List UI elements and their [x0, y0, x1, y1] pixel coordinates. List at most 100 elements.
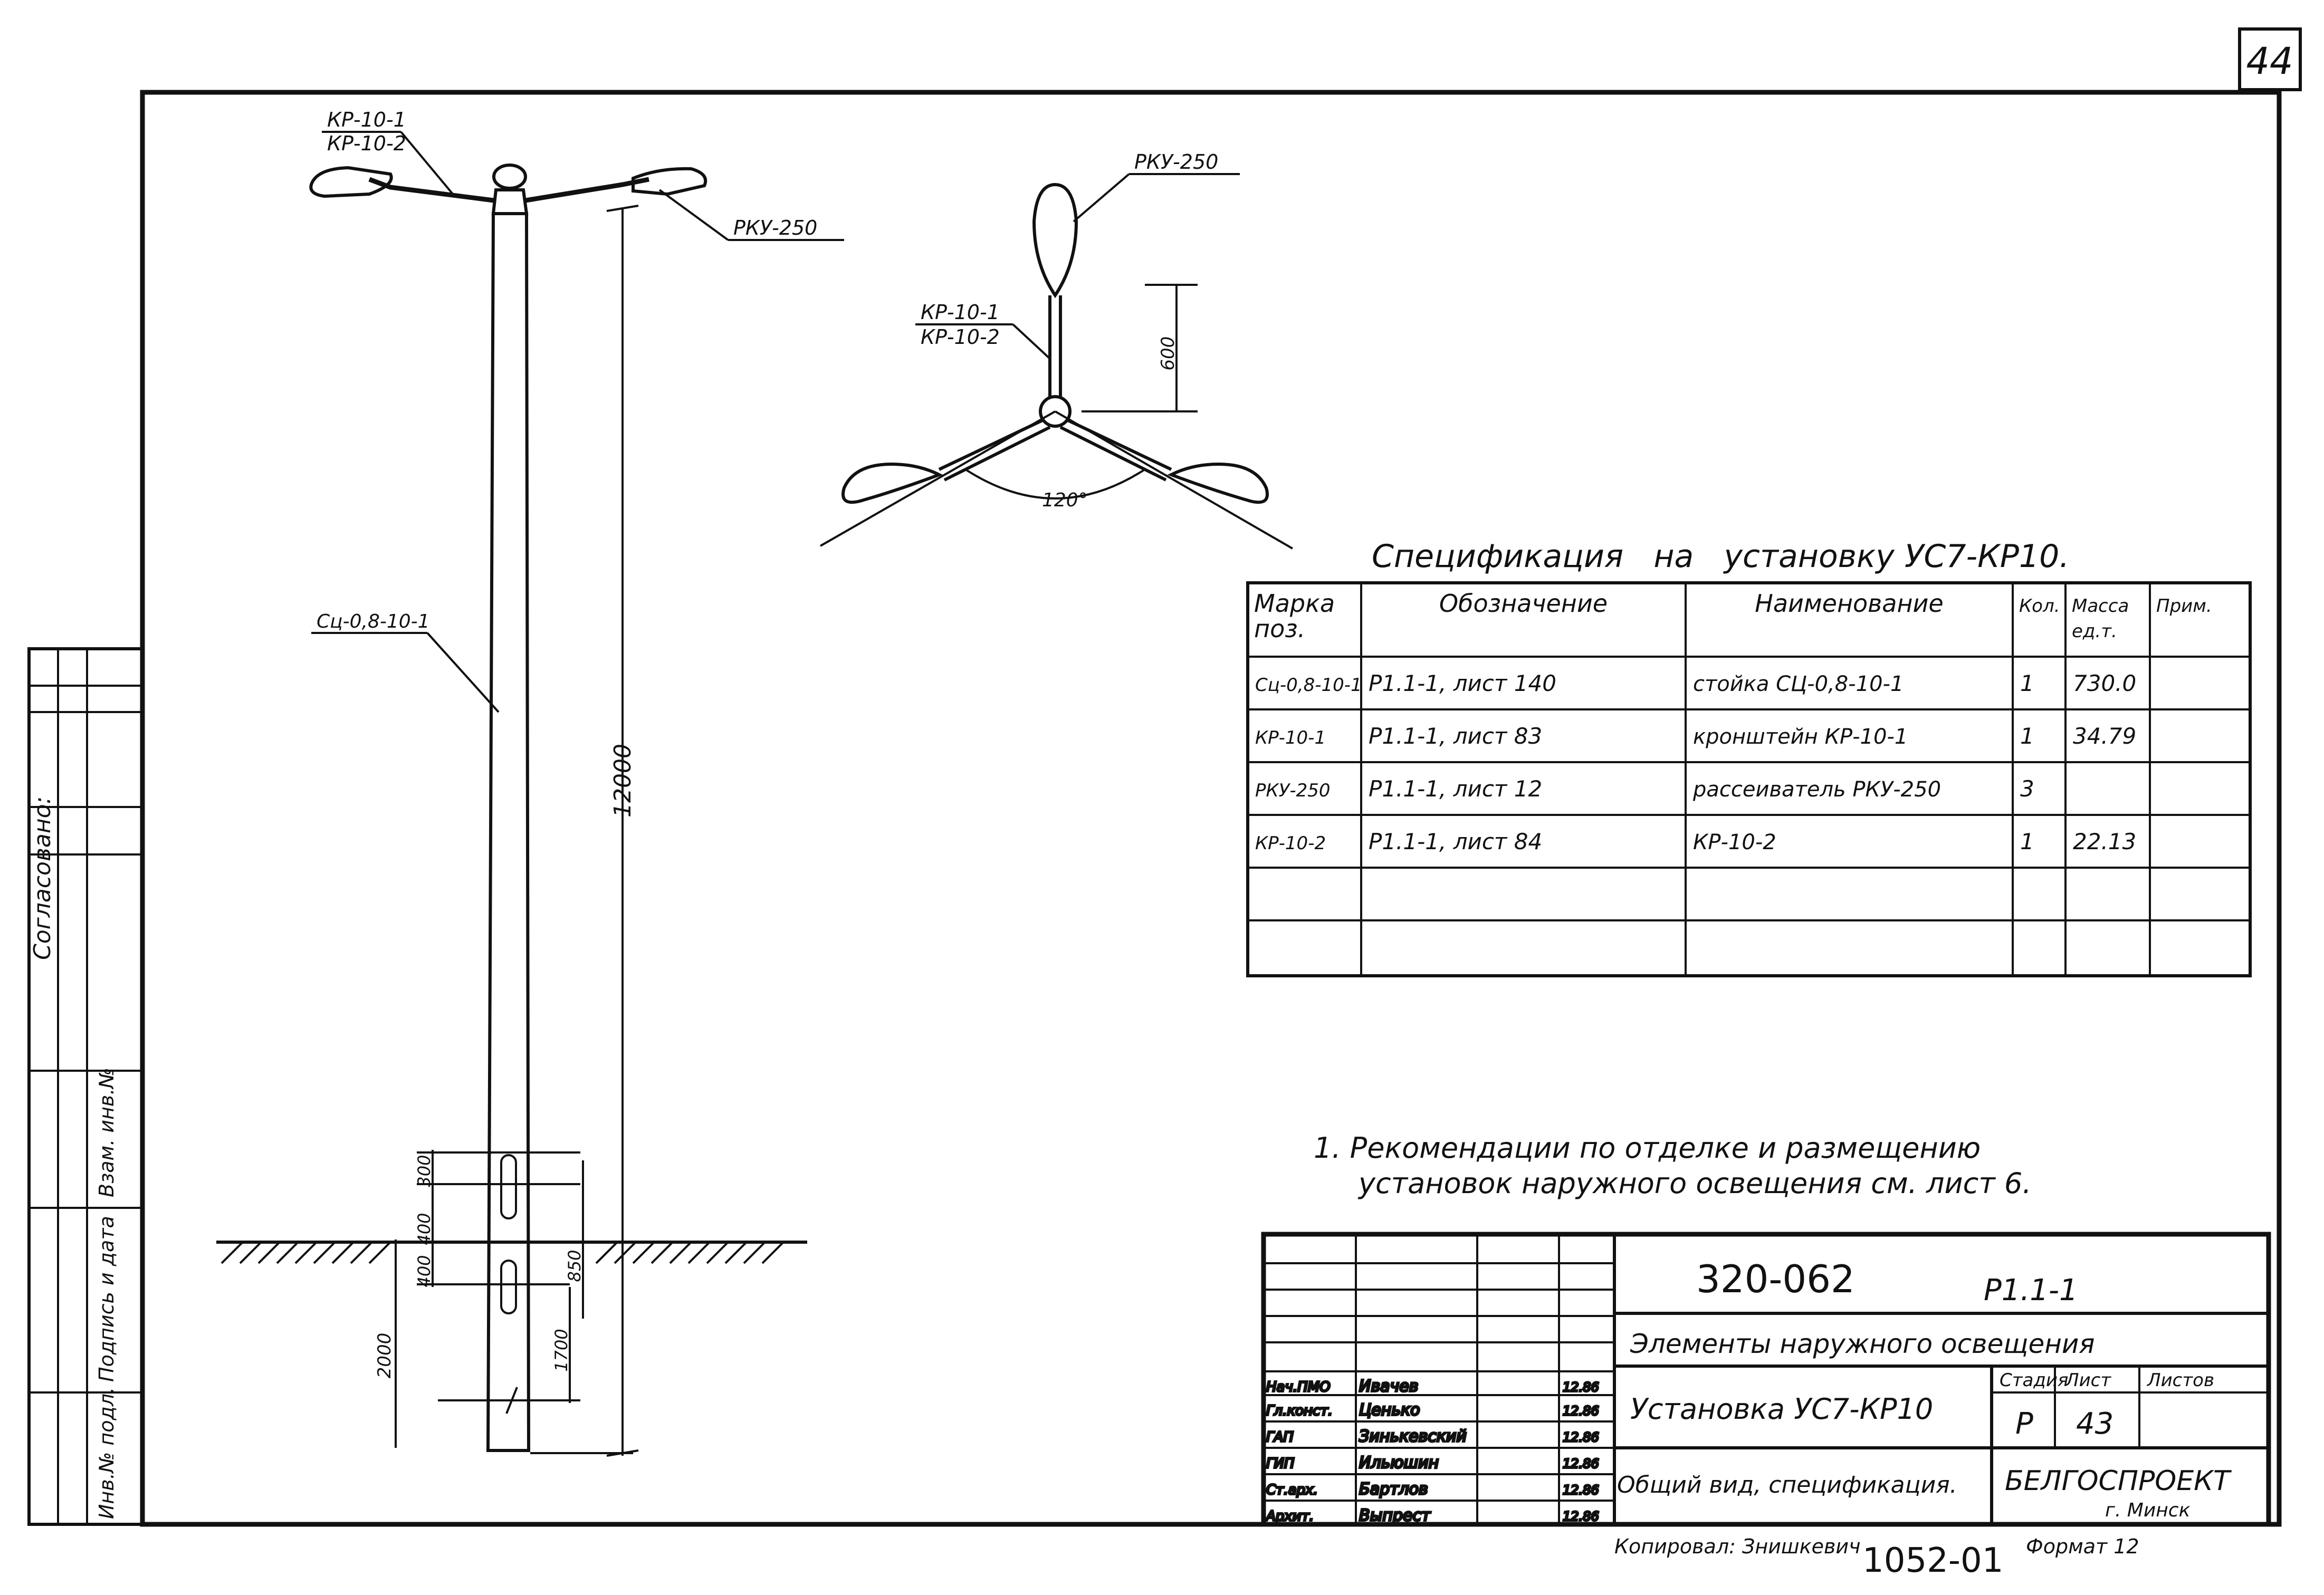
- ground-hatching: [221, 1241, 785, 1264]
- sheets-label: Листов: [2146, 1370, 2214, 1391]
- signature-date: 12.86: [1563, 1430, 1599, 1445]
- spec-cell-r3-c2: КР-10-2: [1693, 830, 1776, 854]
- spec-cell-r2-c3: 3: [2020, 776, 2034, 802]
- signature-name: Выпрест: [1359, 1506, 1431, 1525]
- stage-value: Р: [2015, 1407, 2033, 1441]
- left-bracket-label-1: КР-10-1: [327, 108, 406, 131]
- pole-slot-upper: [500, 1154, 517, 1219]
- spec-cell-r3-c4: 22.13: [2073, 829, 2136, 854]
- lamp-left-icon: [309, 166, 393, 198]
- spec-title: Спецификация на установку УС7-КР10.: [1372, 538, 2069, 575]
- spec-cell-r1-c4: 34.79: [2073, 723, 2136, 749]
- signature-role: Архит.: [1265, 1508, 1314, 1524]
- bracket-left: [368, 177, 494, 203]
- spec-cell-r3-c0: КР-10-2: [1255, 833, 1326, 854]
- spec-header-2: Наименование: [1755, 589, 1943, 618]
- signature-name: Зинькевский: [1359, 1427, 1467, 1446]
- spec-cell-r3-c3: 1: [2020, 829, 2034, 854]
- plan-lamp-left-icon: [841, 462, 943, 504]
- pole-label: Сц-0,8-10-1: [317, 611, 430, 632]
- sheet-value: 43: [2076, 1407, 2113, 1441]
- plan-bracket-label-1: КР-10-1: [921, 301, 1000, 324]
- left-lamp-label: РКУ-250: [733, 216, 817, 239]
- plan-bracket-label-2: КР-10-2: [921, 325, 1000, 349]
- side-strip: Согласовано: Взам. инв.№ Подпись и дата …: [27, 647, 144, 1526]
- sheet-number: 44: [2246, 40, 2293, 83]
- plan-lamp-right-icon: [1167, 462, 1269, 504]
- sheet-label: Лист: [2064, 1370, 2111, 1391]
- signature-date: 12.86: [1563, 1456, 1599, 1471]
- drawing-frame: [140, 90, 2282, 1527]
- title-code: 320-062: [1696, 1257, 1855, 1301]
- spec-header-0: Марка: [1254, 589, 1335, 618]
- title-name: Установка УС7-КР10: [1630, 1392, 1933, 1426]
- signature-name: Ивачев: [1359, 1377, 1418, 1396]
- spec-cell-r1-c0: КР-10-1: [1255, 727, 1326, 748]
- angle-label: 120°: [1042, 489, 1088, 511]
- plan-lamp-label: РКУ-250: [1134, 150, 1218, 174]
- dim-2000: 2000: [374, 1333, 395, 1379]
- side-strip-label-1: Подпись и дата: [95, 1216, 118, 1382]
- signature-date: 12.86: [1563, 1483, 1599, 1497]
- spec-cell-r1-c2: кронштейн КР-10-1: [1693, 725, 1908, 749]
- spec-cell-r0-c1: Р1.1-1, лист 140: [1369, 670, 1556, 696]
- footer-copied: Копировал: Знишкевич: [1614, 1535, 1861, 1558]
- spec-header-3: Кол.: [2019, 595, 2060, 617]
- signature-name: Ильюшин: [1359, 1454, 1439, 1472]
- spec-cell-r0-c0: Сц-0,8-10-1: [1255, 675, 1362, 696]
- signature-role: ГАП: [1266, 1429, 1294, 1445]
- side-strip-label-0: Взам. инв.№: [95, 1068, 118, 1197]
- lamp-right-icon: [632, 167, 707, 196]
- side-strip-vertical-note: Согласовано:: [29, 796, 56, 960]
- note-line-1: 1. Рекомендации по отделке и размещению: [1314, 1131, 1981, 1165]
- footer-inventory: 1052-01: [1862, 1541, 2003, 1580]
- pole-elevation-view: 12000 300 400 400 850 2000 1700 КР-10-1 …: [216, 108, 844, 1457]
- spec-cell-r2-c2: рассеиватель РКУ-250: [1692, 777, 1941, 802]
- note-line-2: установок наружного освещения см. лист 6…: [1357, 1167, 2032, 1200]
- pole-slot-lower: [500, 1260, 517, 1314]
- spec-cell-r1-c1: Р1.1-1, лист 83: [1369, 723, 1542, 749]
- signature-date: 12.86: [1563, 1509, 1599, 1524]
- plan-lamp-top-icon: [1032, 182, 1078, 299]
- signature-role: Нач.ПМО: [1266, 1379, 1331, 1395]
- spec-cell-r1-c3: 1: [2020, 723, 2034, 749]
- spec-cell-r3-c1: Р1.1-1, лист 84: [1369, 829, 1542, 854]
- signature-name: Бартлов: [1359, 1480, 1428, 1498]
- dim-400-top: 400: [414, 1213, 434, 1245]
- dim-1700: 1700: [551, 1329, 571, 1371]
- signature-name: Ценько: [1359, 1401, 1420, 1419]
- title-view: Общий вид, спецификация.: [1617, 1472, 1957, 1498]
- spec-header-4: Масса: [2072, 595, 2129, 617]
- stage-label: Стадия: [2000, 1370, 2068, 1391]
- pole-cap: [492, 164, 527, 190]
- sheet-number-box: [2238, 27, 2302, 91]
- dim-400-bottom: 400: [414, 1255, 434, 1287]
- org-name: БЕЛГОСПРОЕКТ: [2005, 1465, 2232, 1497]
- title-subtitle: Элементы наружного освещения: [1630, 1329, 2095, 1359]
- spec-cell-r0-c2: стойка СЦ-0,8-10-1: [1693, 672, 1904, 696]
- left-bracket-label-2: КР-10-2: [327, 132, 406, 155]
- angle-arc: [964, 468, 1146, 499]
- signature-role: ГИП: [1266, 1456, 1295, 1472]
- spec-header-0: поз.: [1254, 614, 1305, 643]
- spec-cell-r2-c0: РКУ-250: [1255, 780, 1331, 801]
- spec-table-border: [1246, 581, 2252, 977]
- pole: [486, 212, 531, 1452]
- plan-hub: [1039, 395, 1072, 428]
- dim-850: 850: [565, 1250, 585, 1282]
- spec-header-5: Прим.: [2156, 595, 2212, 617]
- plan-view: 120° 600 РКУ-250 КР-10-1 КР-10-2: [820, 150, 1294, 550]
- org-city: г. Минск: [2105, 1500, 2191, 1521]
- spec-cell-r0-c3: 1: [2020, 670, 2034, 696]
- title-series: Р1.1-1: [1984, 1273, 2078, 1308]
- bracket-right: [525, 177, 649, 203]
- signature-date: 12.86: [1563, 1404, 1599, 1418]
- signature-date: 12.86: [1563, 1380, 1599, 1395]
- spec-cell-r2-c1: Р1.1-1, лист 12: [1369, 776, 1542, 802]
- footer-format: Формат 12: [2026, 1535, 2139, 1558]
- spec-cell-r0-c4: 730.0: [2073, 670, 2136, 696]
